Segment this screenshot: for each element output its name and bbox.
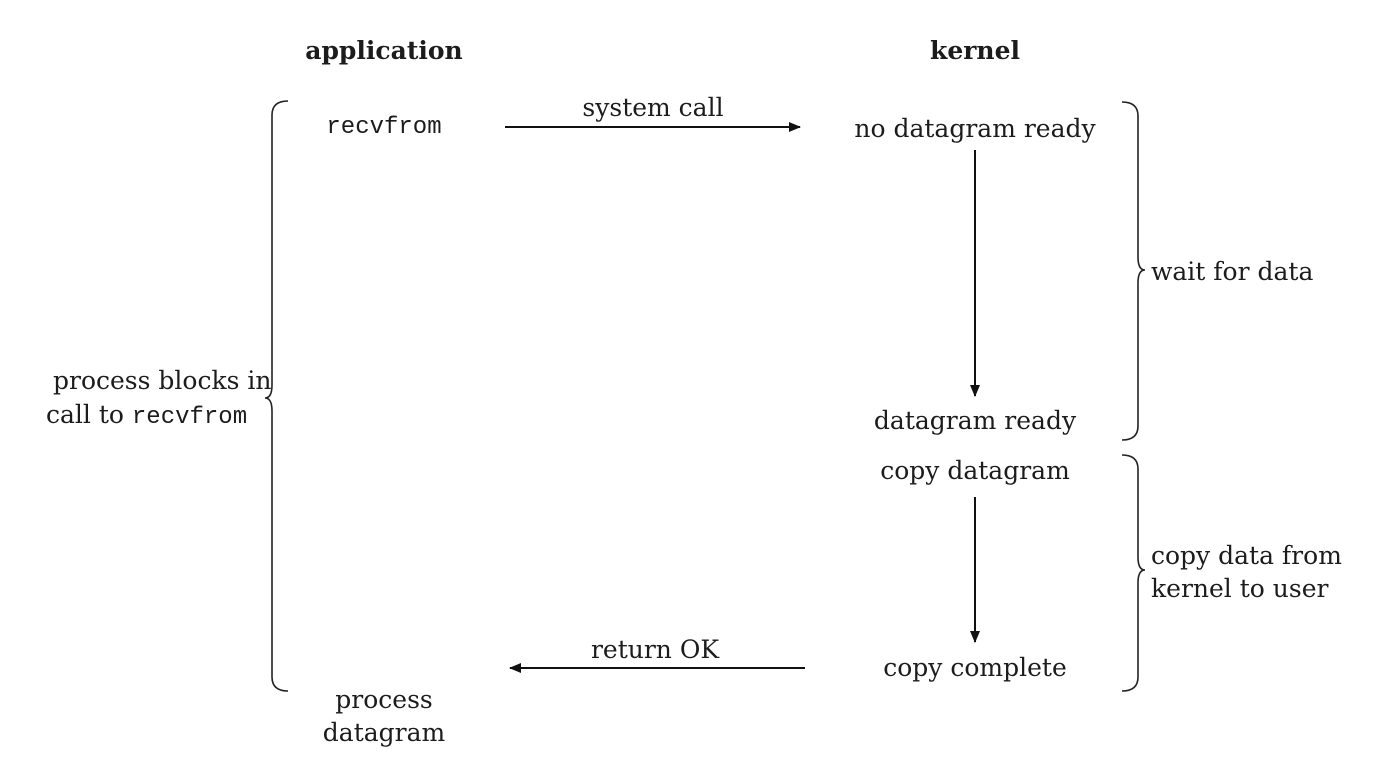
wait-for-data-label: wait for data [1151,257,1314,286]
process-blocks-line2: call to recvfrom [46,402,247,430]
process-datagram-line2: datagram [322,718,446,747]
kernel-header: kernel [930,36,1020,65]
recvfrom-call: recvfrom [326,114,442,141]
return-ok-label: return OK [590,635,720,664]
no-datagram-ready: no datagram ready [854,114,1096,143]
process-blocks-call-to: call to [46,400,132,429]
process-blocks-line1: process blocks in [53,366,272,395]
wait-for-data-brace [1121,101,1146,441]
copy-data-line2: kernel to user [1151,574,1329,603]
copy-data-brace [1121,454,1146,692]
copy-data-line1: copy data from [1151,541,1342,570]
application-header: application [305,36,463,65]
process-blocks-recvfrom: recvfrom [131,404,248,431]
process-blocks-brace [264,100,289,692]
datagram-ready: datagram ready [873,406,1077,435]
copy-complete: copy complete [883,653,1067,682]
process-datagram-line1: process [335,685,433,714]
system-call-label: system call [582,93,724,122]
copy-datagram: copy datagram [880,456,1070,485]
